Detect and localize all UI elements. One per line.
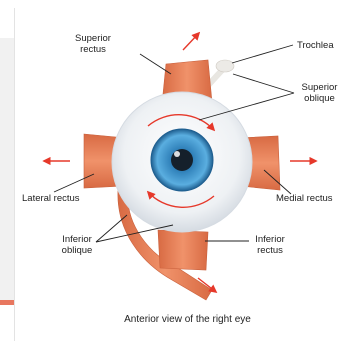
label-inferior-oblique: Inferior oblique: [52, 234, 102, 256]
label-inferior-rectus-line1: Inferior: [245, 234, 295, 245]
label-superior-rectus-line2: rectus: [64, 44, 122, 55]
pupil-highlight: [174, 151, 180, 157]
superior-rectus-arrow: [183, 33, 199, 50]
leader-superior-oblique-a: [233, 74, 294, 93]
pupil: [171, 149, 193, 171]
label-superior-rectus-line1: Superior: [64, 33, 122, 44]
label-inferior-oblique-line2: oblique: [52, 245, 102, 256]
label-superior-oblique-line1: Superior: [292, 82, 347, 93]
label-superior-oblique: Superior oblique: [292, 82, 347, 104]
label-medial-rectus: Medial rectus: [276, 193, 333, 204]
figure-caption: Anterior view of the right eye: [60, 314, 315, 326]
label-superior-rectus: Superior rectus: [64, 33, 122, 55]
trochlea-shape: [216, 60, 234, 72]
label-inferior-rectus-line2: rectus: [245, 245, 295, 256]
label-trochlea: Trochlea: [297, 40, 334, 51]
label-superior-oblique-line2: oblique: [292, 93, 347, 104]
label-lateral-rectus: Lateral rectus: [22, 193, 80, 204]
inferior-rectus-muscle: [158, 230, 208, 270]
leader-trochlea: [232, 45, 293, 63]
label-inferior-oblique-line1: Inferior: [52, 234, 102, 245]
label-inferior-rectus: Inferior rectus: [245, 234, 295, 256]
